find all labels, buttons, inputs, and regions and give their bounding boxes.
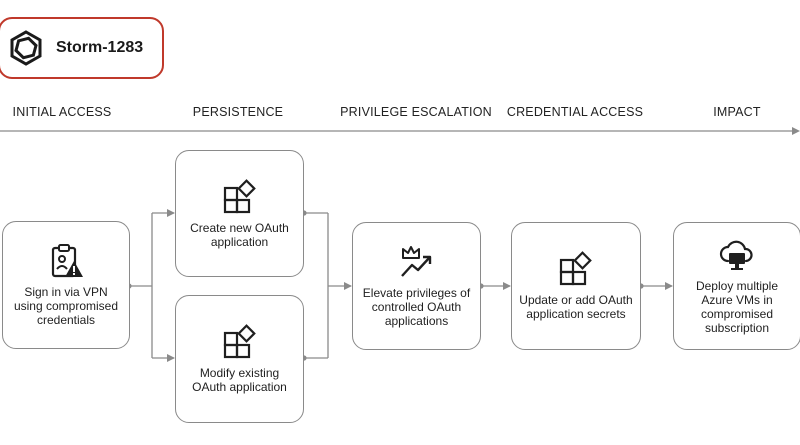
phase-credential-access: CREDENTIAL ACCESS xyxy=(506,105,644,119)
timeline-arrow xyxy=(0,127,800,135)
phase-impact: IMPACT xyxy=(713,105,761,119)
node-create-oauth-app: Create new OAuth application xyxy=(175,150,304,277)
phase-privilege-escalation: PRIVILEGE ESCALATION xyxy=(340,105,492,119)
crown-trend-icon xyxy=(400,246,431,277)
node-elevate-privileges-label: Elevate privileges of controlled OAuth a… xyxy=(362,286,471,328)
clipboard-warning-icon xyxy=(51,244,83,278)
node-sign-in-vpn: Sign in via VPN using compromised creden… xyxy=(2,221,130,349)
phase-persistence: PERSISTENCE xyxy=(192,105,284,119)
title-box: Storm-1283 xyxy=(0,17,164,79)
app-tiles-icon xyxy=(223,324,256,359)
cloud-vm-icon xyxy=(719,240,753,270)
node-sign-in-vpn-label: Sign in via VPN using compromised creden… xyxy=(13,285,119,327)
phase-initial-access: INITIAL ACCESS xyxy=(12,105,112,119)
node-update-secrets-label: Update or add OAuth application secrets xyxy=(519,293,633,321)
app-tiles-icon xyxy=(223,178,256,213)
diagram-title: Storm-1283 xyxy=(56,39,144,56)
storm-hexagon-logo-icon xyxy=(10,30,42,66)
node-modify-oauth-app: Modify existing OAuth application xyxy=(175,295,304,423)
node-create-oauth-app-label: Create new OAuth application xyxy=(190,220,289,249)
app-tiles-icon xyxy=(559,251,592,286)
node-deploy-azure-vms: Deploy multiple Azure VMs in compromised… xyxy=(673,222,800,350)
node-deploy-azure-vms-label: Deploy multiple Azure VMs in compromised… xyxy=(695,279,779,335)
node-modify-oauth-app-label: Modify existing OAuth application xyxy=(192,366,287,394)
node-elevate-privileges: Elevate privileges of controlled OAuth a… xyxy=(352,222,481,350)
node-update-secrets: Update or add OAuth application secrets xyxy=(511,222,641,350)
